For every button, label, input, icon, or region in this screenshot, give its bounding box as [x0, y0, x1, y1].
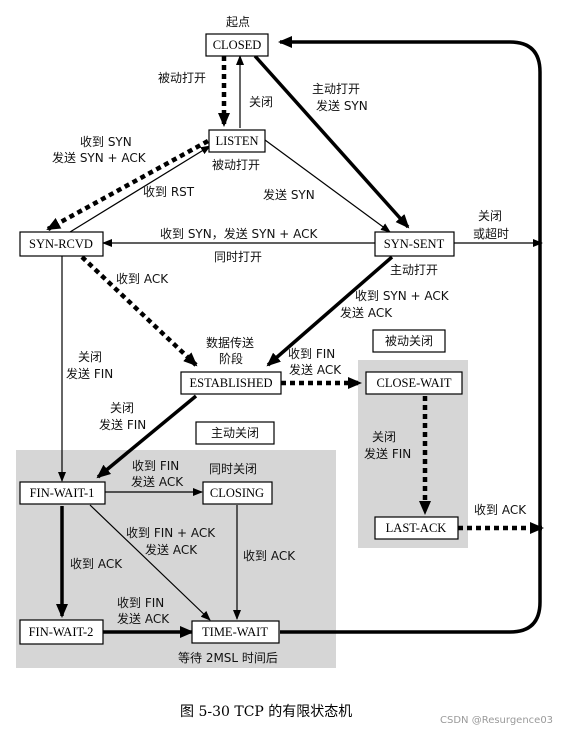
label-close-fin-left-2: 发送 FIN: [66, 366, 113, 381]
state-last-ack: LAST-ACK: [386, 521, 447, 535]
label-recv-fin-est-1: 收到 FIN: [288, 347, 335, 361]
state-box-listen: [208, 129, 266, 153]
label-close-fin-left-1: 关闭: [78, 350, 102, 364]
state-established: ESTABLISHED: [189, 376, 272, 390]
label-recv-ack-last: 收到 ACK: [474, 503, 527, 517]
state-box-fin-wait-1: [19, 481, 106, 505]
edge-listen-synrcvd: [46, 139, 210, 231]
label-close-timeout-1: 关闭: [478, 209, 502, 223]
label-recv-synack-1: 收到 SYN + ACK: [355, 289, 450, 303]
label-recv-finack-1: 收到 FIN + ACK: [126, 526, 216, 540]
label-send-syn: 发送 SYN: [263, 187, 315, 202]
state-close-wait: CLOSE-WAIT: [377, 376, 452, 390]
state-box-syn-rcvd: [19, 231, 104, 257]
state-box-close-wait: [365, 371, 463, 395]
label-recv-fin-fw1-2: 发送 ACK: [131, 474, 184, 489]
state-closing: CLOSING: [210, 486, 264, 500]
label-active-open-3: 主动打开: [390, 263, 438, 277]
state-box-syn-sent: [374, 231, 455, 257]
label-passive-open-2: 被动打开: [212, 158, 260, 172]
label-start: 起点: [226, 15, 250, 29]
label-active-open-2: 发送 SYN: [316, 98, 368, 113]
edge-finwait1-timewait: [89, 504, 211, 621]
region-label-passive-close: 被动关闭: [385, 334, 433, 348]
label-close-listen: 关闭: [249, 95, 273, 109]
label-recv-synack-2: 发送 ACK: [340, 305, 393, 320]
edge-synsent-established: [266, 255, 394, 367]
edge-synrcvd-listen-rst: [69, 145, 211, 233]
region-label-active-close: 主动关闭: [211, 426, 259, 440]
state-box-closed: [205, 33, 269, 57]
state-closed: CLOSED: [213, 38, 262, 52]
label-recv-fin-fw1-1: 收到 FIN: [132, 459, 179, 473]
edge-synrcvd-established: [80, 255, 198, 367]
label-recv-syn-1: 收到 SYN: [80, 135, 132, 149]
edge-timewait-closed: [278, 36, 542, 634]
state-syn-sent: SYN-SENT: [384, 237, 445, 251]
label-close-fin-cw-1: 关闭: [372, 430, 396, 444]
label-close-fin-est-1: 关闭: [110, 401, 134, 415]
label-recv-fin-est-2: 发送 ACK: [289, 362, 342, 377]
state-box-time-wait: [191, 620, 280, 644]
label-close-timeout-2: 或超时: [473, 226, 509, 241]
state-fin-wait-1: FIN-WAIT-1: [30, 486, 95, 500]
state-box-last-ack: [374, 516, 459, 540]
label-recv-ack-1: 收到 ACK: [116, 272, 169, 286]
label-close-fin-est-2: 发送 FIN: [99, 417, 146, 432]
label-recv-rst: 收到 RST: [143, 185, 195, 199]
edge-listen-synsent: [264, 139, 391, 233]
label-passive-open: 被动打开: [158, 71, 206, 85]
label-active-open-1: 主动打开: [312, 82, 360, 96]
region-box-active-close: [195, 421, 275, 445]
region-box-passive-close: [372, 329, 446, 353]
state-listen: LISTEN: [215, 134, 258, 148]
label-simul-open: 同时打开: [214, 250, 262, 264]
label-recv-finack-2: 发送 ACK: [145, 542, 198, 557]
state-box-closing: [202, 481, 273, 505]
label-recv-fin-fw2-1: 收到 FIN: [117, 596, 164, 610]
label-simul-close: 同时关闭: [209, 462, 257, 476]
state-time-wait: TIME-WAIT: [202, 625, 268, 639]
state-fin-wait-2: FIN-WAIT-2: [29, 625, 94, 639]
label-wait-2msl: 等待 2MSL 时间后: [178, 651, 278, 665]
label-simul-syn: 收到 SYN，发送 SYN + ACK: [160, 226, 319, 241]
label-data-transfer-1: 数据传送: [206, 335, 254, 350]
label-recv-fin-fw2-2: 发送 ACK: [117, 611, 170, 626]
label-recv-ack-closing: 收到 ACK: [243, 549, 296, 563]
edge-closed-synsent: [253, 54, 410, 229]
state-box-established: [180, 371, 282, 395]
label-close-fin-cw-2: 发送 FIN: [364, 446, 411, 461]
state-syn-rcvd: SYN-RCVD: [29, 237, 93, 251]
label-recv-ack-fw1: 收到 ACK: [70, 557, 123, 571]
figure-caption: 图 5-30 TCP 的有限状态机: [180, 704, 352, 720]
edge-established-finwait1: [96, 394, 198, 479]
label-data-transfer-2: 阶段: [219, 351, 243, 366]
state-box-fin-wait-2: [19, 619, 104, 645]
watermark: CSDN @Resurgence03: [440, 715, 553, 726]
label-recv-syn-2: 发送 SYN + ACK: [52, 150, 147, 165]
